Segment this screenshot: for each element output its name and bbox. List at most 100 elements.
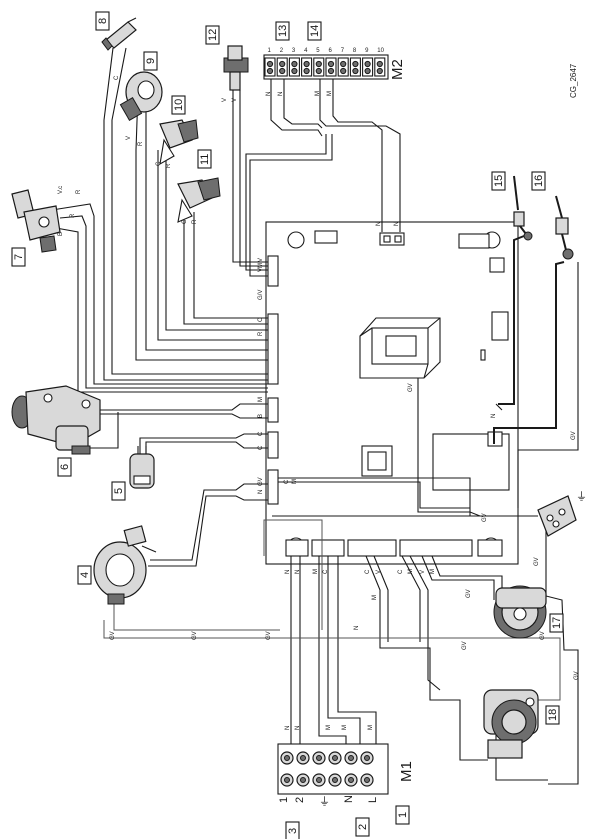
component-number-5: 5 bbox=[111, 481, 126, 501]
m1-terminal-2: 2 bbox=[294, 797, 306, 803]
wire-colour-code: N bbox=[295, 570, 301, 574]
component-4 bbox=[93, 525, 157, 605]
m2-screw bbox=[315, 67, 322, 75]
m2-screw bbox=[303, 60, 310, 68]
wire-colour-code: GV bbox=[192, 631, 198, 640]
m1-screw-head bbox=[316, 755, 322, 761]
component-number-box bbox=[197, 149, 212, 169]
wire-colour-code: R bbox=[138, 141, 144, 146]
m1-screw-head bbox=[348, 755, 354, 761]
wire-colour-code: C bbox=[365, 569, 371, 574]
wire-colour-code: GV bbox=[482, 513, 488, 522]
component-number-3: 3 bbox=[285, 821, 300, 839]
wire-colour-code: N bbox=[376, 222, 382, 226]
m1-terminal-1: 1 bbox=[278, 797, 290, 803]
m2-screw bbox=[327, 60, 335, 68]
m1-pin-n: N bbox=[343, 795, 355, 803]
component-number-box bbox=[285, 821, 300, 839]
component-17 bbox=[493, 585, 547, 639]
m1-pin-l: L bbox=[367, 797, 379, 803]
wire-colour-code: V bbox=[232, 98, 238, 102]
wire-colour-code: C bbox=[114, 75, 120, 80]
component-number-18: 18 bbox=[545, 705, 560, 725]
m2-terminal-number: 5 bbox=[316, 48, 320, 54]
component-number-box bbox=[11, 247, 26, 267]
m2-screw bbox=[340, 67, 347, 75]
m1-screw-head bbox=[284, 777, 290, 783]
wire-colour-code: N bbox=[354, 626, 360, 630]
wire-colour-code: R bbox=[76, 189, 82, 194]
component-number-text: 1 bbox=[397, 812, 409, 818]
m2-terminal-number: 4 bbox=[304, 48, 308, 54]
wire-colour-code: C bbox=[398, 569, 404, 574]
wire-colour-code: V.c bbox=[58, 186, 64, 194]
component-number-text: 11 bbox=[199, 154, 211, 165]
component-number-box bbox=[275, 21, 290, 41]
wire-colour-code: GV bbox=[258, 477, 264, 486]
wire-colour-code: C bbox=[284, 479, 290, 484]
component-number-text: 4 bbox=[79, 572, 91, 578]
wire-colour-code: M bbox=[313, 569, 319, 574]
wire-colour-code: M bbox=[292, 479, 298, 484]
wire-colour-code: GV bbox=[466, 589, 472, 598]
component-number-7: 7 bbox=[11, 247, 26, 267]
wire-colour-code: V bbox=[222, 98, 228, 102]
m2-screw bbox=[279, 67, 286, 75]
component-16 bbox=[555, 195, 574, 260]
component-number-1: 1 bbox=[395, 805, 410, 825]
wiring bbox=[51, 47, 579, 785]
wire-colour-code: M bbox=[372, 595, 378, 600]
component-number-box bbox=[171, 95, 186, 115]
wire-colour-code: B bbox=[58, 232, 64, 236]
transformer-block bbox=[359, 317, 441, 379]
wire-colour-code: C bbox=[258, 317, 264, 322]
component-number-box bbox=[531, 171, 546, 191]
control-board bbox=[265, 221, 519, 565]
m1-screw-head bbox=[332, 755, 338, 761]
component-number-6: 6 bbox=[57, 457, 72, 477]
wire-colour-code: M bbox=[326, 725, 332, 730]
m2-screw bbox=[364, 67, 371, 75]
m2-terminal-number: 1 bbox=[268, 48, 272, 54]
component-number-16: 16 bbox=[531, 171, 546, 191]
component-number-box bbox=[395, 805, 410, 825]
wire-colour-code: R bbox=[166, 163, 172, 168]
wire-colour-code: N bbox=[285, 570, 291, 574]
component-number-text: 6 bbox=[59, 464, 71, 470]
component-number-box bbox=[77, 565, 92, 585]
m2-terminal-number: 8 bbox=[353, 48, 357, 54]
wire-colour-code: M bbox=[258, 263, 264, 268]
wire-colour-code: C bbox=[182, 219, 188, 224]
m1-screw-head bbox=[284, 755, 290, 761]
wire-colour-code: M bbox=[368, 725, 374, 730]
component-number-box bbox=[57, 457, 72, 477]
component-number-text: 16 bbox=[533, 175, 545, 187]
wire-colour-code: G/V bbox=[258, 290, 264, 300]
component-number-box bbox=[205, 25, 220, 45]
wire-colour-code: V bbox=[420, 570, 426, 574]
wire-colour-code: N bbox=[394, 222, 400, 226]
component-number-text: 7 bbox=[13, 254, 25, 260]
wire-colour-code: V bbox=[126, 136, 132, 140]
m2-screw bbox=[340, 60, 347, 68]
earth-terminal-symbol: ⏚ bbox=[576, 490, 587, 503]
component-11 bbox=[177, 177, 221, 223]
wire-colour-code: M bbox=[342, 725, 348, 730]
wire-colour-code: R bbox=[192, 219, 198, 224]
component-number-box bbox=[355, 817, 370, 837]
m2-terminal-number: 2 bbox=[280, 48, 284, 54]
wire-colour-code: V bbox=[376, 570, 382, 574]
m2-screw bbox=[291, 60, 298, 68]
component-number-text: 3 bbox=[287, 828, 299, 834]
wire-colour-code: R bbox=[70, 213, 76, 218]
component-12 bbox=[223, 45, 249, 91]
component-5 bbox=[129, 446, 155, 489]
wire-colour-code: GV bbox=[408, 383, 414, 392]
m2-screw bbox=[364, 60, 371, 68]
component-number-text: 12 bbox=[207, 29, 219, 41]
wire-colour-code: M bbox=[327, 91, 333, 96]
m2-screw bbox=[303, 67, 310, 75]
component-8 bbox=[101, 17, 137, 51]
component-number-4: 4 bbox=[77, 565, 92, 585]
